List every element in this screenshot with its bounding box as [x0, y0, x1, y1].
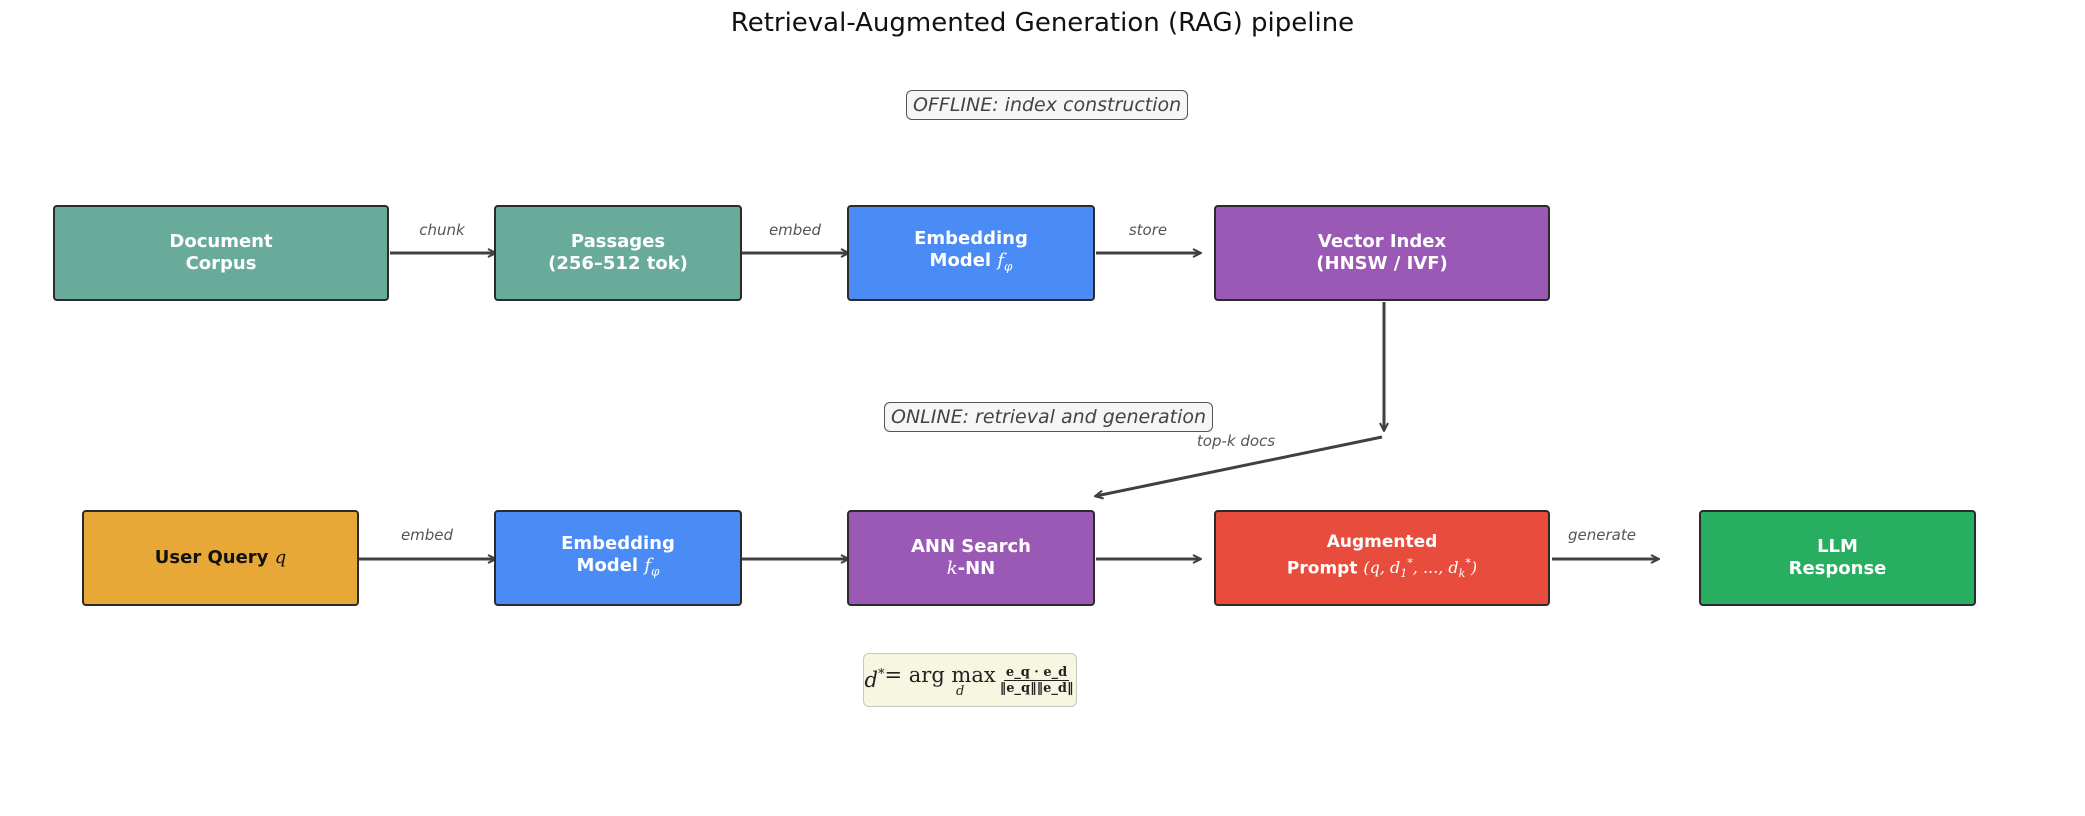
user-query-node: User Query q: [82, 510, 359, 606]
math-star: *: [1407, 556, 1413, 570]
offline-section-label: OFFLINE: index construction: [906, 90, 1189, 120]
node-label: Prompt: [1286, 558, 1358, 579]
similarity-formula: d* = arg max d e_q · e_d ‖e_q‖‖e_d‖: [863, 653, 1077, 707]
math-f: f: [997, 250, 1005, 272]
node-label: Embedding: [561, 533, 675, 555]
node-label: (256–512 tok): [548, 253, 688, 274]
math-tuple: (q, d: [1363, 558, 1401, 578]
node-label: (HNSW / IVF): [1316, 253, 1448, 274]
math-k: k: [946, 558, 958, 579]
embedding-model-online-node: Embedding Model fφ: [494, 510, 742, 606]
augmented-prompt-node: Augmented Prompt (q, d1*, ..., dk*): [1214, 510, 1550, 606]
edge-label-embed-offline: embed: [768, 221, 822, 239]
math-phi: φ: [651, 564, 660, 579]
edge-label-store: store: [1128, 221, 1168, 239]
formula-numerator: e_q · e_d: [1003, 664, 1070, 681]
vector-index-node: Vector Index (HNSW / IVF): [1214, 205, 1550, 301]
math-tuple: , ..., d: [1412, 558, 1459, 578]
node-label: Embedding: [914, 228, 1028, 250]
node-label: Vector Index: [1317, 231, 1447, 252]
formula-lhs: d: [864, 668, 878, 692]
formula-argmax: = arg max: [884, 663, 996, 687]
node-label: Response: [1788, 558, 1887, 579]
formula-denominator: ‖e_q‖‖e_d‖: [999, 680, 1074, 696]
math-index: 1: [1400, 567, 1408, 581]
ann-search-node: ANN Search k-NN: [847, 510, 1095, 606]
node-label: User Query: [154, 547, 269, 568]
node-label: Passages: [570, 231, 666, 252]
node-label: ANN Search: [910, 536, 1031, 557]
diagram-title: Retrieval-Augmented Generation (RAG) pip…: [730, 8, 1355, 38]
math-q: q: [274, 547, 287, 568]
edge-label-embed-online: embed: [400, 526, 454, 544]
edge-label-chunk: chunk: [419, 221, 465, 239]
llm-response-node: LLM Response: [1699, 510, 1976, 606]
node-label: Augmented: [1326, 531, 1438, 552]
embedding-model-offline-node: Embedding Model fφ: [847, 205, 1095, 301]
edge-label-topk: top-k docs: [1196, 432, 1276, 450]
math-f: f: [644, 555, 652, 577]
node-label: Model: [929, 250, 992, 272]
math-index: k: [1458, 567, 1466, 581]
node-label: Document: [169, 231, 273, 252]
math-star: *: [1465, 556, 1471, 570]
node-label: -NN: [957, 558, 996, 579]
node-label: Corpus: [185, 253, 257, 274]
math-tuple: ): [1470, 558, 1478, 578]
math-phi: φ: [1004, 259, 1013, 274]
passages-node: Passages (256–512 tok): [494, 205, 742, 301]
formula-star: *: [877, 666, 885, 682]
online-section-label: ONLINE: retrieval and generation: [884, 402, 1214, 432]
node-label: Model: [576, 555, 639, 577]
node-label: LLM: [1817, 536, 1858, 557]
document-corpus-node: Document Corpus: [53, 205, 389, 301]
edge-label-generate: generate: [1568, 526, 1636, 544]
arrow-topk-to-ann: [1096, 435, 1383, 496]
formula-sub: d: [955, 684, 965, 699]
